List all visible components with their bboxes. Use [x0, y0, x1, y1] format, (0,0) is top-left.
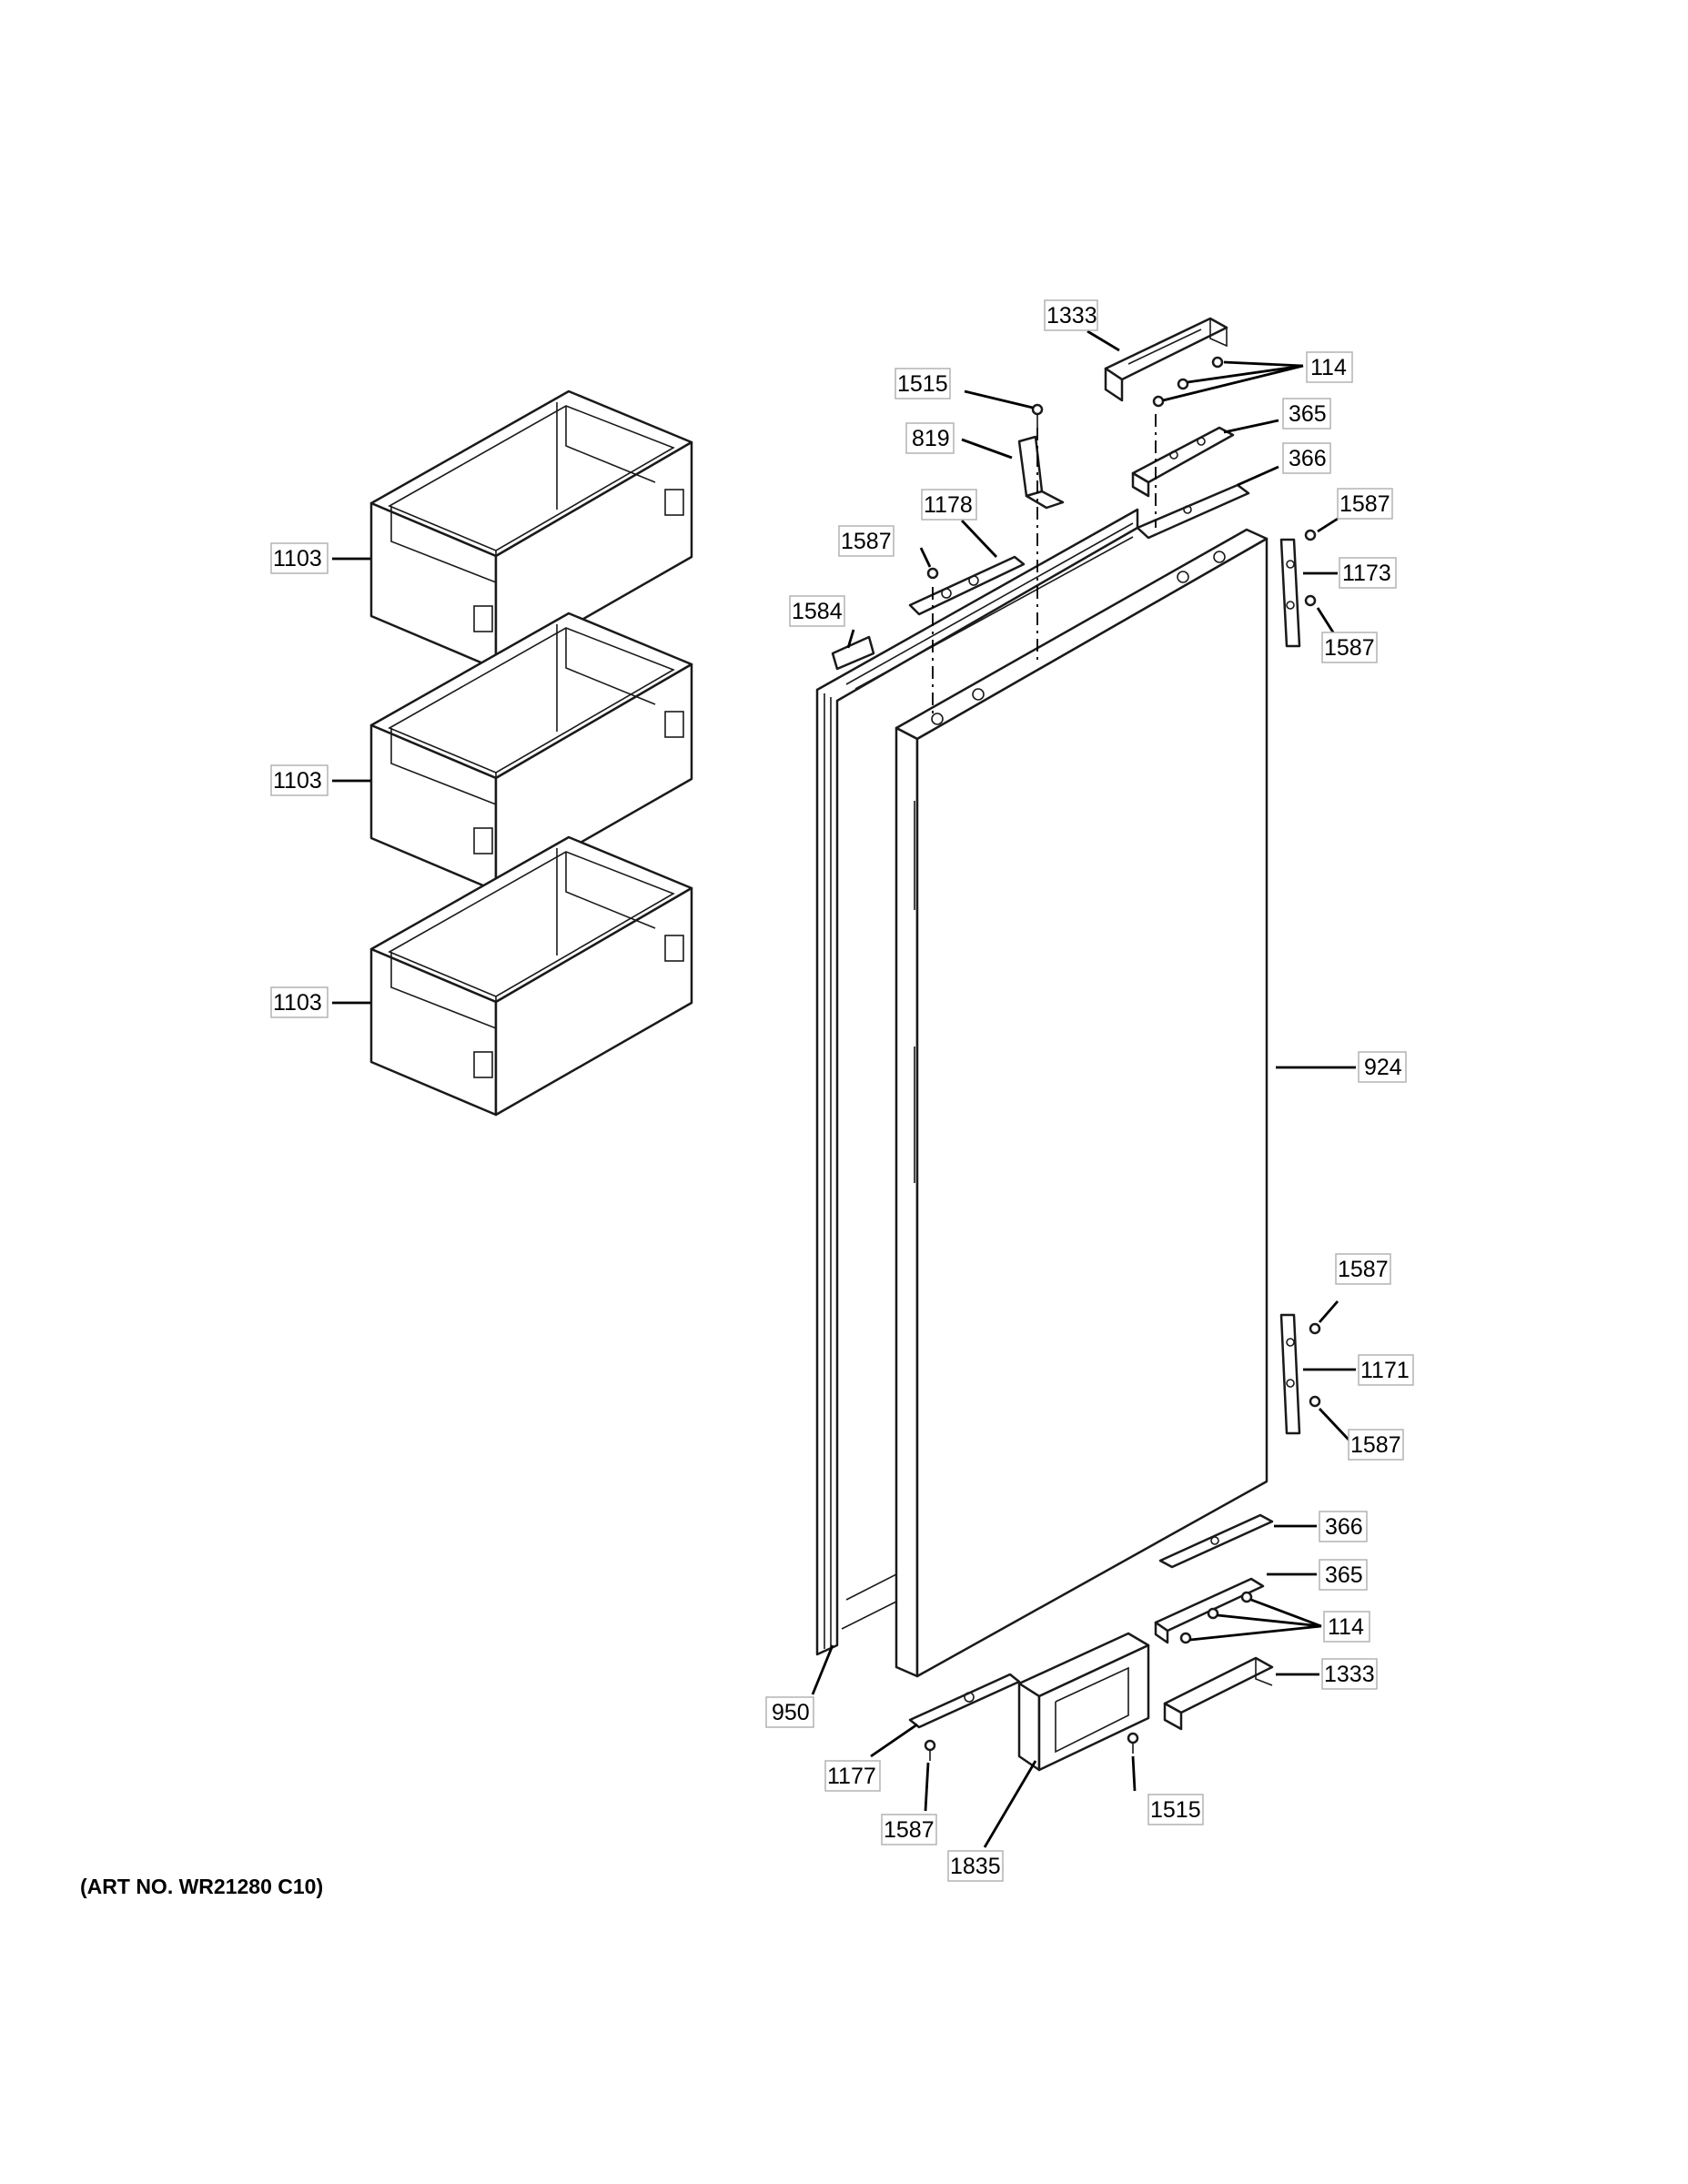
svg-text:1587: 1587 — [1338, 1257, 1389, 1282]
svg-text:1515: 1515 — [1150, 1797, 1201, 1823]
svg-text:1173: 1173 — [1342, 561, 1391, 586]
svg-text:1584: 1584 — [792, 599, 843, 624]
svg-text:365: 365 — [1289, 401, 1327, 427]
callout-1333-top: 1333 — [1044, 299, 1098, 331]
door-bin-2 — [369, 612, 693, 893]
bottom-closer-1835 — [1017, 1632, 1150, 1772]
svg-text:1171: 1171 — [1360, 1358, 1410, 1383]
screws-bottom-114 — [1179, 1591, 1253, 1644]
svg-text:1178: 1178 — [924, 492, 973, 518]
svg-text:1587: 1587 — [841, 529, 892, 554]
screws-side-bottom — [1309, 1322, 1321, 1408]
top-hinge-365 — [1131, 426, 1235, 498]
callout-1584: 1584 — [789, 595, 845, 627]
callout-1103-c: 1103 — [270, 986, 329, 1018]
callout-365-bottom: 365 — [1319, 1559, 1368, 1591]
top-shim-366 — [1136, 483, 1250, 540]
art-number: (ART NO. WR21280 C10) — [80, 1875, 323, 1898]
svg-text:819: 819 — [912, 426, 950, 451]
svg-text:924: 924 — [1364, 1055, 1402, 1080]
bottom-hinge-365 — [1154, 1577, 1265, 1644]
callout-1333-bottom: 1333 — [1321, 1658, 1378, 1690]
callout-1587-d: 1587 — [1335, 1253, 1391, 1285]
callout-1515-bottom: 1515 — [1147, 1794, 1204, 1825]
callout-1587-a: 1587 — [838, 525, 895, 557]
svg-text:1587: 1587 — [884, 1817, 935, 1843]
svg-text:1333: 1333 — [1046, 303, 1097, 329]
bottom-shim-366 — [1158, 1513, 1274, 1569]
door-panel — [895, 528, 1269, 1678]
svg-text:366: 366 — [1289, 446, 1327, 471]
svg-text:1835: 1835 — [950, 1854, 1001, 1879]
callout-366-bottom: 366 — [1319, 1511, 1368, 1542]
svg-text:1587: 1587 — [1324, 635, 1375, 661]
callout-950: 950 — [765, 1696, 814, 1728]
leader-lines — [332, 329, 1356, 1848]
screws-bottom — [924, 1732, 1139, 1761]
bottom-hinge-cover-1333 — [1163, 1656, 1274, 1731]
callout-1173: 1173 — [1339, 557, 1397, 589]
top-hinge-cover-1333 — [1104, 317, 1228, 402]
callout-1178: 1178 — [921, 489, 977, 521]
svg-text:1587: 1587 — [1339, 491, 1390, 517]
callout-1103-b: 1103 — [270, 764, 329, 796]
bottom-plate-1177 — [908, 1673, 1021, 1729]
callout-1587-f: 1587 — [881, 1814, 937, 1845]
svg-text:114: 114 — [1310, 355, 1347, 380]
svg-text:1515: 1515 — [897, 371, 948, 397]
svg-text:1103: 1103 — [273, 990, 322, 1016]
callout-114-top: 114 — [1306, 351, 1353, 383]
door-bin-1 — [369, 389, 693, 671]
svg-text:1587: 1587 — [1350, 1432, 1401, 1458]
svg-text:1103: 1103 — [273, 546, 322, 571]
callout-365-top: 365 — [1282, 398, 1331, 430]
svg-text:114: 114 — [1328, 1614, 1364, 1640]
callout-114-bottom: 114 — [1323, 1611, 1370, 1643]
callout-1587-e: 1587 — [1348, 1429, 1404, 1461]
svg-text:1333: 1333 — [1324, 1662, 1375, 1687]
side-hinge-1173 — [1279, 538, 1301, 648]
door-gasket — [815, 508, 1139, 1656]
callout-1515-top: 1515 — [895, 368, 951, 399]
callout-1177: 1177 — [824, 1760, 881, 1792]
callout-1835: 1835 — [947, 1850, 1004, 1882]
callout-819: 819 — [905, 422, 955, 454]
callout-1587-c: 1587 — [1321, 632, 1378, 663]
top-plate-1178 — [908, 555, 1026, 616]
callout-1103-a: 1103 — [270, 542, 329, 574]
svg-text:366: 366 — [1325, 1514, 1363, 1540]
cap-1584 — [831, 635, 875, 671]
callout-1171: 1171 — [1358, 1354, 1414, 1386]
callout-924: 924 — [1358, 1051, 1407, 1083]
svg-text:1103: 1103 — [273, 768, 322, 794]
callout-1587-b: 1587 — [1337, 488, 1393, 520]
svg-text:365: 365 — [1325, 1562, 1363, 1588]
screws-top — [926, 356, 1317, 607]
bottom-hinge-1171 — [1279, 1313, 1301, 1435]
svg-text:1177: 1177 — [827, 1764, 876, 1789]
top-bracket-819 — [1017, 435, 1065, 510]
svg-text:950: 950 — [772, 1700, 810, 1725]
callout-366-top: 366 — [1282, 442, 1331, 474]
door-bin-3 — [369, 835, 693, 1117]
